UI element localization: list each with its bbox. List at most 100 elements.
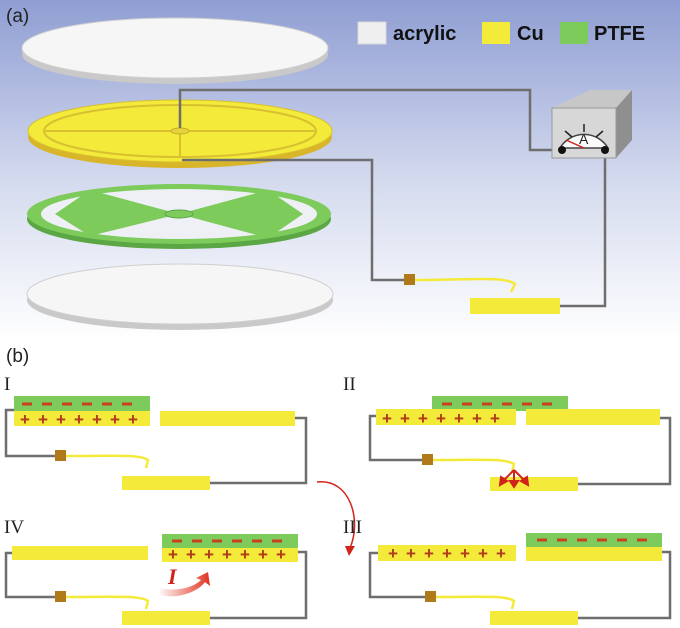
load-electrode: [470, 298, 560, 314]
transition-arrowhead: [345, 546, 355, 556]
wire-center-to-ammeter: [178, 88, 562, 152]
stage-ii-copper-left: [376, 409, 516, 425]
ammeter-terminal-right: [601, 146, 609, 154]
transition-arrow: [316, 481, 356, 549]
stage-ii-ptfe-layer: [432, 396, 568, 411]
stage-ii-brush: [422, 454, 433, 465]
svg-text:+: +: [20, 410, 30, 429]
wire-ammeter-to-electrode: [560, 150, 607, 308]
stage-iv-copper-left: [12, 546, 148, 560]
stage-iii-ptfe-layer: [526, 533, 662, 547]
stage-iv-current-arrow: [158, 572, 210, 597]
svg-text:+: +: [436, 409, 446, 428]
brush-spring-wire: [414, 277, 517, 293]
stage-ii-brush-wire: [432, 458, 516, 473]
stage-iii-circuit-wire: [368, 551, 425, 599]
legend-swatch-cu: [482, 22, 510, 44]
bottom-acrylic-disk: [26, 263, 334, 330]
stage-iv-label: IV: [4, 517, 24, 538]
current-symbol: I: [167, 564, 178, 589]
stage-ii-positive-charges: + + + + + + +: [382, 409, 500, 428]
stage-i-positive-charges: + + + + + + +: [20, 410, 138, 429]
stage-i-brush: [55, 450, 66, 461]
stage-ii-circuit-wire-right: [578, 416, 672, 486]
stage-iii-brush: [425, 591, 436, 602]
stage-ii-discharge-arrows: [498, 469, 530, 489]
panel-a-label: (a): [6, 6, 29, 27]
svg-text:+: +: [478, 544, 488, 563]
stage-i: I + + + + + + +: [4, 374, 308, 490]
svg-text:+: +: [128, 410, 138, 429]
stage-i-circuit-wire: [4, 408, 55, 458]
svg-text:+: +: [222, 545, 232, 564]
svg-text:+: +: [74, 410, 84, 429]
svg-text:+: +: [168, 545, 178, 564]
svg-text:+: +: [472, 409, 482, 428]
stage-iii-label: III: [343, 517, 362, 538]
stage-iv-ptfe-layer: [162, 534, 298, 548]
stage-ii-label: II: [343, 374, 356, 395]
svg-text:+: +: [258, 545, 268, 564]
svg-text:+: +: [110, 410, 120, 429]
stage-iv-circuit-wire-right: [210, 550, 308, 620]
svg-text:+: +: [406, 544, 416, 563]
svg-text:+: +: [56, 410, 66, 429]
svg-text:+: +: [424, 544, 434, 563]
stage-iii: III + + + + + + +: [343, 517, 672, 625]
svg-text:+: +: [490, 409, 500, 428]
ammeter-symbol: A: [579, 131, 589, 147]
stage-i-circuit-wire-right: [210, 416, 308, 485]
panel-b-label: (b): [6, 346, 29, 367]
stage-i-copper-left: [14, 411, 150, 426]
svg-text:+: +: [92, 410, 102, 429]
stage-iii-circuit-wire-right: [578, 550, 672, 620]
stage-iv-brush-wire: [65, 595, 150, 610]
stage-iii-copper-left: [378, 545, 516, 561]
stage-iii-brush-wire: [435, 595, 516, 610]
brush-contact: [404, 274, 415, 285]
top-acrylic-disk: [21, 17, 329, 84]
ammeter: A: [551, 90, 632, 159]
legend-swatch-ptfe: [560, 22, 588, 44]
svg-text:+: +: [460, 544, 470, 563]
ammeter-terminal-left: [558, 146, 566, 154]
stage-iii-copper-right: [526, 547, 662, 561]
legend-label-ptfe: PTFE: [594, 23, 645, 45]
stage-ii-copper-right: [526, 409, 660, 425]
svg-text:+: +: [240, 545, 250, 564]
svg-text:+: +: [388, 544, 398, 563]
stage-iv-copper-right: [162, 548, 298, 562]
legend-swatch-acrylic: [357, 21, 387, 45]
svg-text:+: +: [38, 410, 48, 429]
legend: acrylic Cu PTFE: [357, 21, 645, 45]
stage-i-load-electrode: [122, 476, 210, 490]
svg-text:+: +: [186, 545, 196, 564]
svg-text:+: +: [276, 545, 286, 564]
svg-text:+: +: [496, 544, 506, 563]
stage-iv-circuit-wire: [4, 551, 55, 599]
stage-iv-positive-charges: + + + + + + +: [168, 545, 286, 564]
copper-electrode-disk: [27, 99, 333, 168]
panel-a: (a) acrylic Cu PTFE: [0, 0, 680, 340]
stage-ii-circuit-wire: [368, 414, 422, 462]
stage-i-label: I: [4, 374, 10, 395]
stage-ii: II + + + + + + +: [343, 374, 672, 491]
svg-text:+: +: [382, 409, 392, 428]
stage-iv-brush: [55, 591, 66, 602]
svg-text:+: +: [454, 409, 464, 428]
stage-iv-load-electrode: [122, 611, 210, 625]
stage-i-copper-right: [160, 411, 295, 426]
stage-i-brush-wire: [65, 454, 150, 469]
stage-iii-positive-charges: + + + + + + +: [388, 544, 506, 563]
svg-text:+: +: [204, 545, 214, 564]
svg-text:+: +: [418, 409, 428, 428]
legend-label-cu: Cu: [517, 23, 544, 45]
stage-iv: IV + + + + + + + I: [4, 517, 308, 625]
legend-label-acrylic: acrylic: [393, 23, 456, 45]
ptfe-rotor-disk: [27, 184, 331, 249]
stage-iii-load-electrode: [490, 611, 578, 625]
svg-text:+: +: [442, 544, 452, 563]
panel-b: (b) I + + + + + + + II: [4, 346, 672, 625]
svg-text:+: +: [400, 409, 410, 428]
